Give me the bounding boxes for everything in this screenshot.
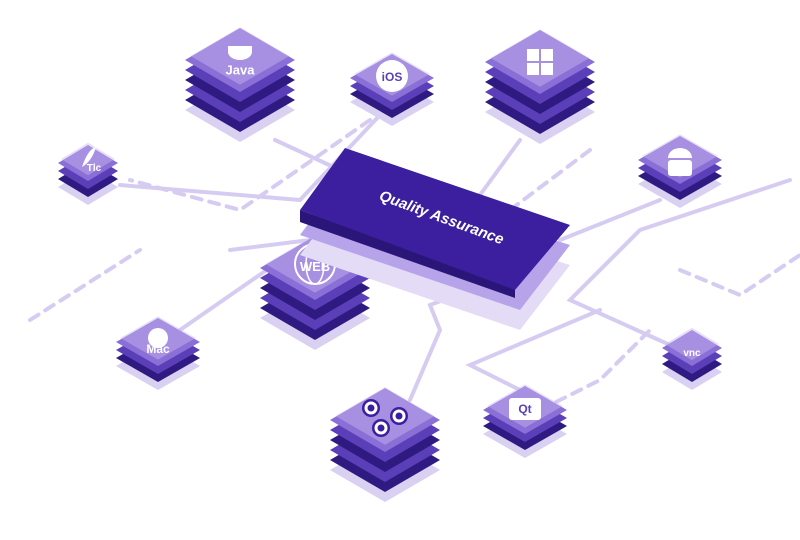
connector-windows — [478, 138, 522, 197]
hub-side — [300, 210, 515, 298]
ios-badge — [376, 60, 408, 92]
node-label-java: Java — [226, 62, 256, 77]
node-label-vnc: vnc — [683, 348, 701, 359]
node-label-tcl: Tlc — [87, 163, 102, 174]
c-letter — [392, 409, 406, 423]
connector-java — [273, 138, 342, 172]
node-label-web: WEB — [300, 259, 330, 274]
windows-pane — [527, 63, 539, 75]
tcl-feather-icon — [82, 147, 96, 167]
node-top — [58, 145, 118, 181]
node-tcl[interactable]: Tlc — [58, 142, 118, 205]
connector-vnc — [566, 178, 792, 347]
qt-icon — [509, 398, 541, 420]
connector-mac-dash — [28, 248, 142, 322]
connector-android-dash — [508, 148, 592, 212]
connector-ios-dash — [128, 118, 372, 213]
android-body — [668, 160, 692, 176]
node-qt[interactable]: Qt — [483, 384, 567, 458]
node-label-ios: iOS — [382, 70, 403, 84]
c-letter — [364, 401, 378, 415]
windows-pane — [527, 49, 539, 61]
android-icon — [668, 148, 692, 176]
node-top-glass — [665, 327, 719, 361]
c-languages-icon — [362, 399, 408, 437]
apple-icon — [148, 328, 168, 348]
quality-assurance-hub[interactable]: Quality Assurance — [300, 148, 570, 330]
ios-icon — [376, 60, 408, 92]
hub-top — [300, 148, 570, 290]
android-head — [668, 148, 692, 158]
node-ios[interactable]: iOS — [350, 52, 434, 126]
node-top — [662, 330, 722, 366]
windows-pane — [541, 63, 553, 75]
connector-ios — [118, 113, 382, 203]
node-java[interactable]: Java — [185, 27, 295, 142]
node-top-glass — [335, 387, 435, 445]
windows-pane — [541, 49, 553, 61]
feather-shape — [82, 147, 96, 167]
windows-icon — [527, 49, 553, 75]
node-android[interactable] — [638, 134, 722, 208]
node-c[interactable] — [330, 387, 440, 502]
node-top-glass — [265, 235, 365, 293]
c-letter — [374, 421, 388, 435]
connector-qt — [465, 308, 602, 392]
node-mac[interactable]: Mac — [116, 316, 200, 390]
connector-vnc-dash — [678, 253, 800, 298]
coffee-cup — [228, 46, 252, 60]
node-label-mac: Mac — [146, 342, 170, 356]
java-icon — [228, 46, 252, 60]
connector-c-dash — [538, 328, 652, 412]
node-label-qt: Qt — [518, 402, 531, 416]
apple-shape — [148, 328, 168, 348]
connection-lines — [28, 113, 800, 412]
node-top — [485, 30, 595, 94]
connector-android — [558, 198, 662, 242]
node-vnc[interactable]: vnc — [662, 327, 722, 390]
node-windows[interactable] — [485, 29, 595, 144]
qt-badge — [509, 398, 541, 420]
node-top-glass — [490, 29, 590, 87]
